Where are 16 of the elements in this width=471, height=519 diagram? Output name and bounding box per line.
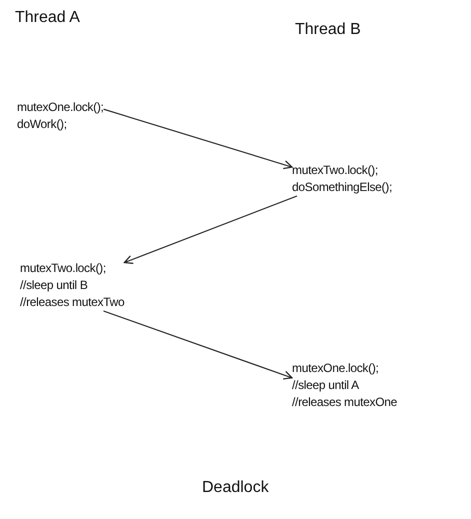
code-line: //sleep until A	[292, 377, 359, 394]
code-line: mutexOne.lock();	[292, 360, 379, 377]
code-line: mutexOne.lock();	[17, 99, 104, 116]
thread-heading: Thread B	[295, 20, 361, 40]
arrow	[103, 108, 293, 170]
code-line: //sleep until B	[20, 277, 88, 294]
thread-heading: Thread A	[15, 8, 80, 28]
code-line: //releases mutexOne	[292, 394, 398, 411]
code-line: mutexTwo.lock();	[292, 162, 378, 179]
code-line: mutexTwo.lock();	[20, 260, 106, 277]
arrow	[103, 310, 293, 380]
arrow	[124, 195, 298, 264]
code-line: //releases mutexTwo	[20, 294, 124, 311]
caption: Deadlock	[202, 478, 269, 498]
code-line: doSomethingElse();	[292, 179, 392, 196]
code-line: doWork();	[17, 116, 67, 133]
